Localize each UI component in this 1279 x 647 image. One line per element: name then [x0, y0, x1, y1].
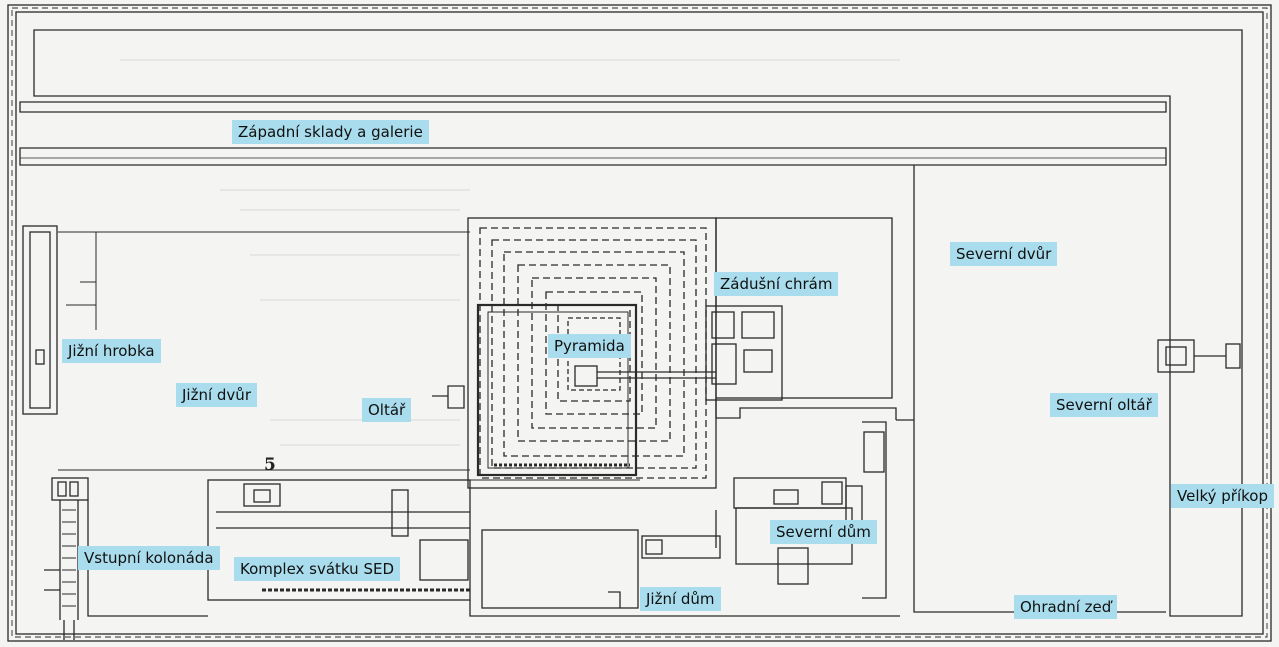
mortuary-temple-outline — [705, 217, 897, 420]
label-northern-altar[interactable]: Severní oltář — [1050, 393, 1158, 417]
great-trench-north — [33, 29, 1243, 617]
label-western-stores[interactable]: Západní sklady a galerie — [232, 120, 429, 144]
label-southern-tomb[interactable]: Jižní hrobka — [62, 339, 161, 363]
label-altar[interactable]: Oltář — [362, 398, 412, 422]
label-enclosure-wall[interactable]: Ohradní zeď — [1014, 595, 1118, 619]
label-great-trench[interactable]: Velký příkop — [1171, 484, 1274, 508]
enclosure-wall-outer — [7, 4, 1272, 642]
altar-outline — [432, 385, 465, 409]
label-northern-court[interactable]: Severní dvůr — [950, 242, 1058, 266]
enclosure-wall-inner — [15, 11, 1264, 635]
label-mortuary-temple[interactable]: Zádušní chrám — [714, 272, 839, 296]
southern-tomb-outline — [22, 225, 58, 415]
western-stores-galleries — [19, 147, 1167, 166]
northern-house-outline — [733, 421, 887, 599]
northern-altar-outline — [1157, 339, 1241, 373]
western-stores-band — [19, 101, 1167, 113]
label-sed-complex[interactable]: Komplex svátku SED — [234, 557, 400, 581]
enclosure-wall-bastions — [11, 7, 1268, 638]
plan-numeral: 5 — [264, 455, 276, 475]
label-pyramid[interactable]: Pyramida — [548, 334, 631, 358]
northern-court — [896, 165, 1166, 613]
label-entrance-colonnade[interactable]: Vstupní kolonáda — [78, 546, 220, 570]
label-northern-house[interactable]: Severní dům — [770, 520, 877, 544]
sed-complex-outline — [207, 479, 471, 601]
label-southern-court[interactable]: Jižní dvůr — [176, 383, 257, 407]
label-southern-house[interactable]: Jižní dům — [640, 587, 721, 611]
southern-house-outline — [608, 510, 721, 608]
